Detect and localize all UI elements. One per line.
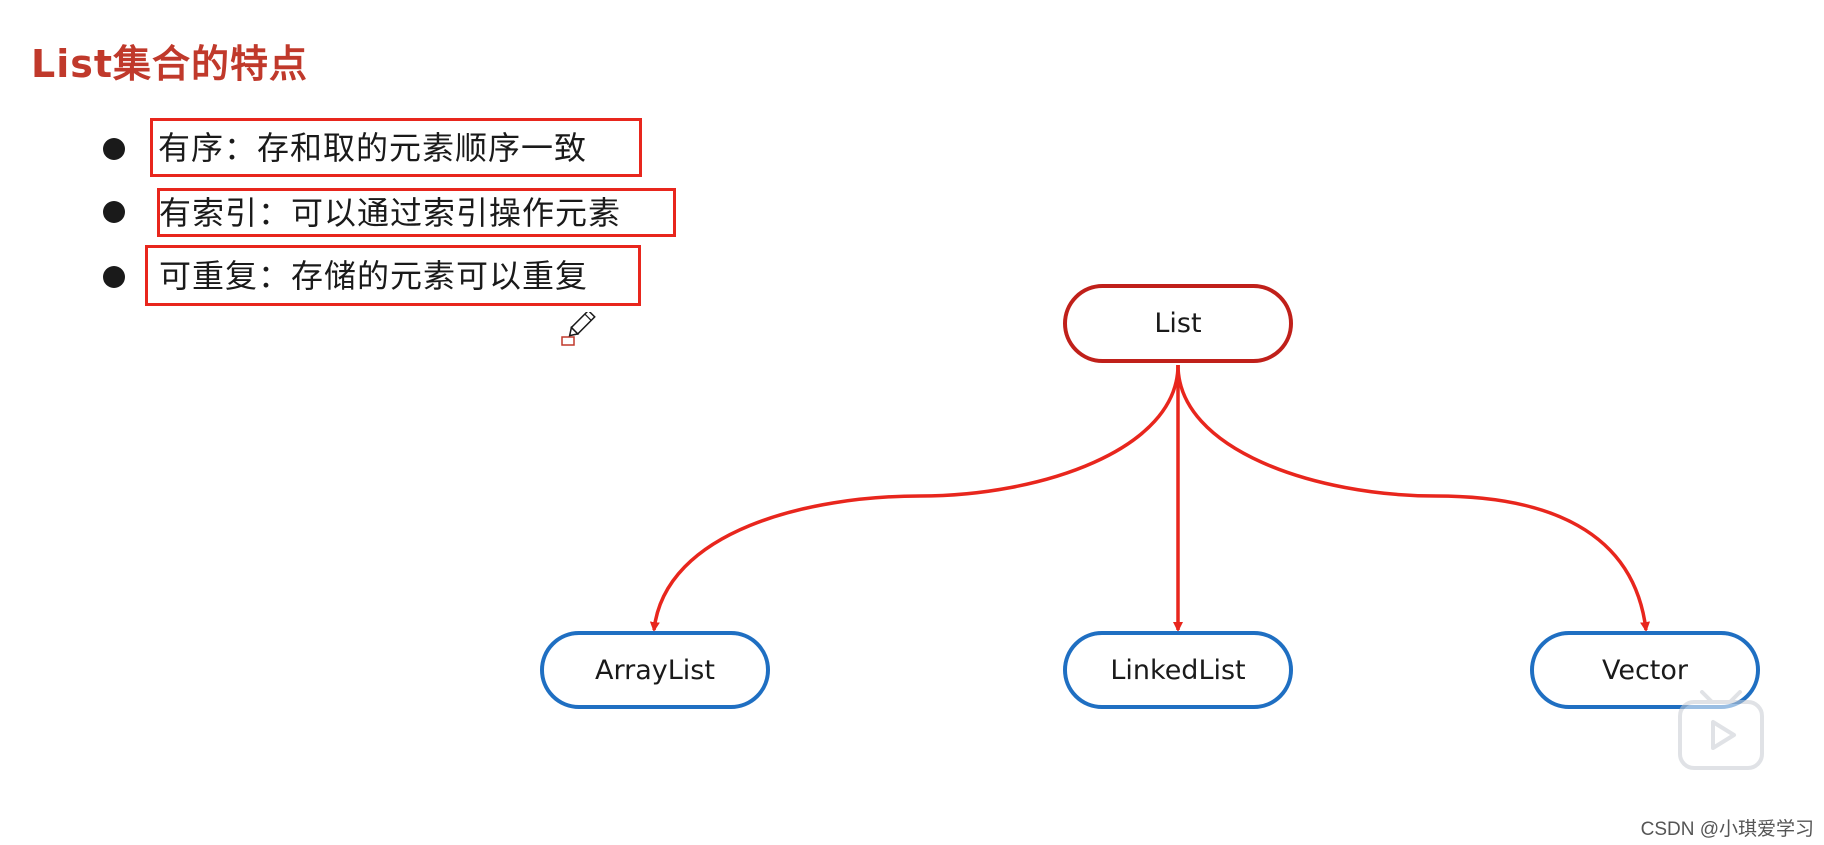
highlight-box bbox=[145, 245, 641, 306]
bullet-text-repeatable: 可重复：存储的元素可以重复 bbox=[159, 257, 589, 295]
edge-list-to-vector bbox=[1176, 364, 1651, 632]
node-arraylist: ArrayList bbox=[540, 631, 770, 709]
bullet-icon bbox=[103, 201, 125, 223]
bullet-text-indexed: 有索引：可以通过索引操作元素 bbox=[159, 194, 622, 232]
bullet-icon bbox=[103, 138, 125, 160]
video-play-icon[interactable] bbox=[1676, 688, 1766, 772]
page-title: List集合的特点 bbox=[31, 42, 309, 86]
node-vector: Vector bbox=[1530, 631, 1760, 709]
node-list: List bbox=[1063, 284, 1293, 363]
bullet-icon bbox=[103, 266, 125, 288]
watermark: CSDN @小琪爱学习 bbox=[1640, 819, 1814, 840]
highlight-box bbox=[157, 188, 676, 237]
highlight-box bbox=[150, 118, 642, 177]
node-linkedlist: LinkedList bbox=[1063, 631, 1293, 709]
bullet-text-ordered: 有序：存和取的元素顺序一致 bbox=[158, 129, 588, 167]
pencil-cursor-icon bbox=[561, 312, 596, 346]
edge-list-to-arraylist bbox=[649, 364, 1180, 632]
